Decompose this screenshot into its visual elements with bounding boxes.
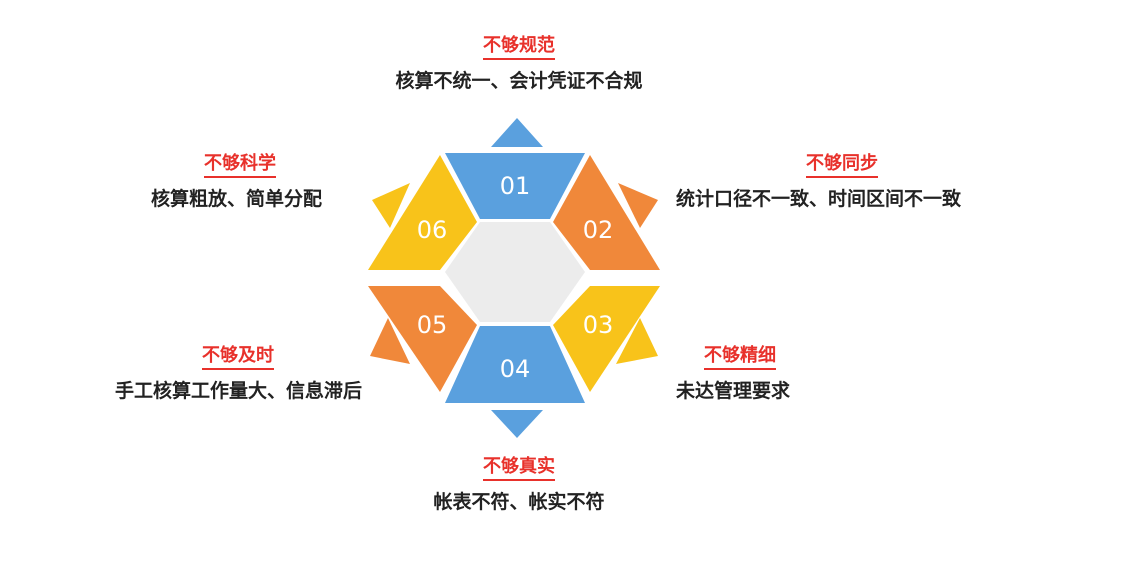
segment-01-number: 01	[500, 172, 531, 200]
label-03-desc: 未达管理要求	[676, 380, 791, 402]
label-01-title: 不够规范	[483, 35, 555, 60]
label-05-desc: 手工核算工作量大、信息滞后	[114, 380, 362, 402]
label-01-desc: 核算不统一、会计凭证不合规	[395, 70, 643, 92]
label-06-desc: 核算粗放、简单分配	[150, 188, 322, 210]
label-06-title: 不够科学	[204, 153, 276, 178]
label-05: 不够及时 手工核算工作量大、信息滞后	[40, 345, 362, 403]
segment-04-number: 04	[500, 355, 531, 383]
label-03-title: 不够精细	[704, 345, 776, 370]
label-02: 不够同步 统计口径不一致、时间区间不一致	[676, 153, 961, 211]
label-03: 不够精细 未达管理要求	[676, 345, 790, 403]
arrow-04	[491, 410, 543, 438]
arrow-03	[616, 318, 658, 364]
segment-03-number: 03	[583, 311, 614, 339]
segment-04-shape	[445, 326, 585, 403]
segment-02-shape	[553, 155, 660, 270]
arrow-01	[491, 118, 543, 147]
label-04: 不够真实 帐表不符、帐实不符	[384, 456, 654, 514]
label-04-title: 不够真实	[483, 456, 555, 481]
label-06: 不够科学 核算粗放、简单分配	[60, 153, 322, 211]
label-02-title: 不够同步	[806, 153, 878, 178]
label-01: 不够规范 核算不统一、会计凭证不合规	[364, 35, 674, 93]
segment-06-shape	[368, 155, 477, 270]
segment-06-number: 06	[417, 216, 448, 244]
label-04-desc: 帐表不符、帐实不符	[433, 491, 605, 513]
segment-05-number: 05	[417, 311, 448, 339]
arrow-06	[372, 183, 410, 228]
arrow-02	[618, 183, 658, 228]
label-05-title: 不够及时	[202, 345, 274, 370]
arrow-05	[370, 318, 410, 364]
segment-03-shape	[553, 286, 660, 392]
center-hexagon	[445, 222, 585, 322]
label-02-desc: 统计口径不一致、时间区间不一致	[676, 188, 962, 210]
segment-05-shape	[368, 286, 477, 392]
segment-01-shape	[445, 153, 585, 219]
segment-02-number: 02	[583, 216, 614, 244]
